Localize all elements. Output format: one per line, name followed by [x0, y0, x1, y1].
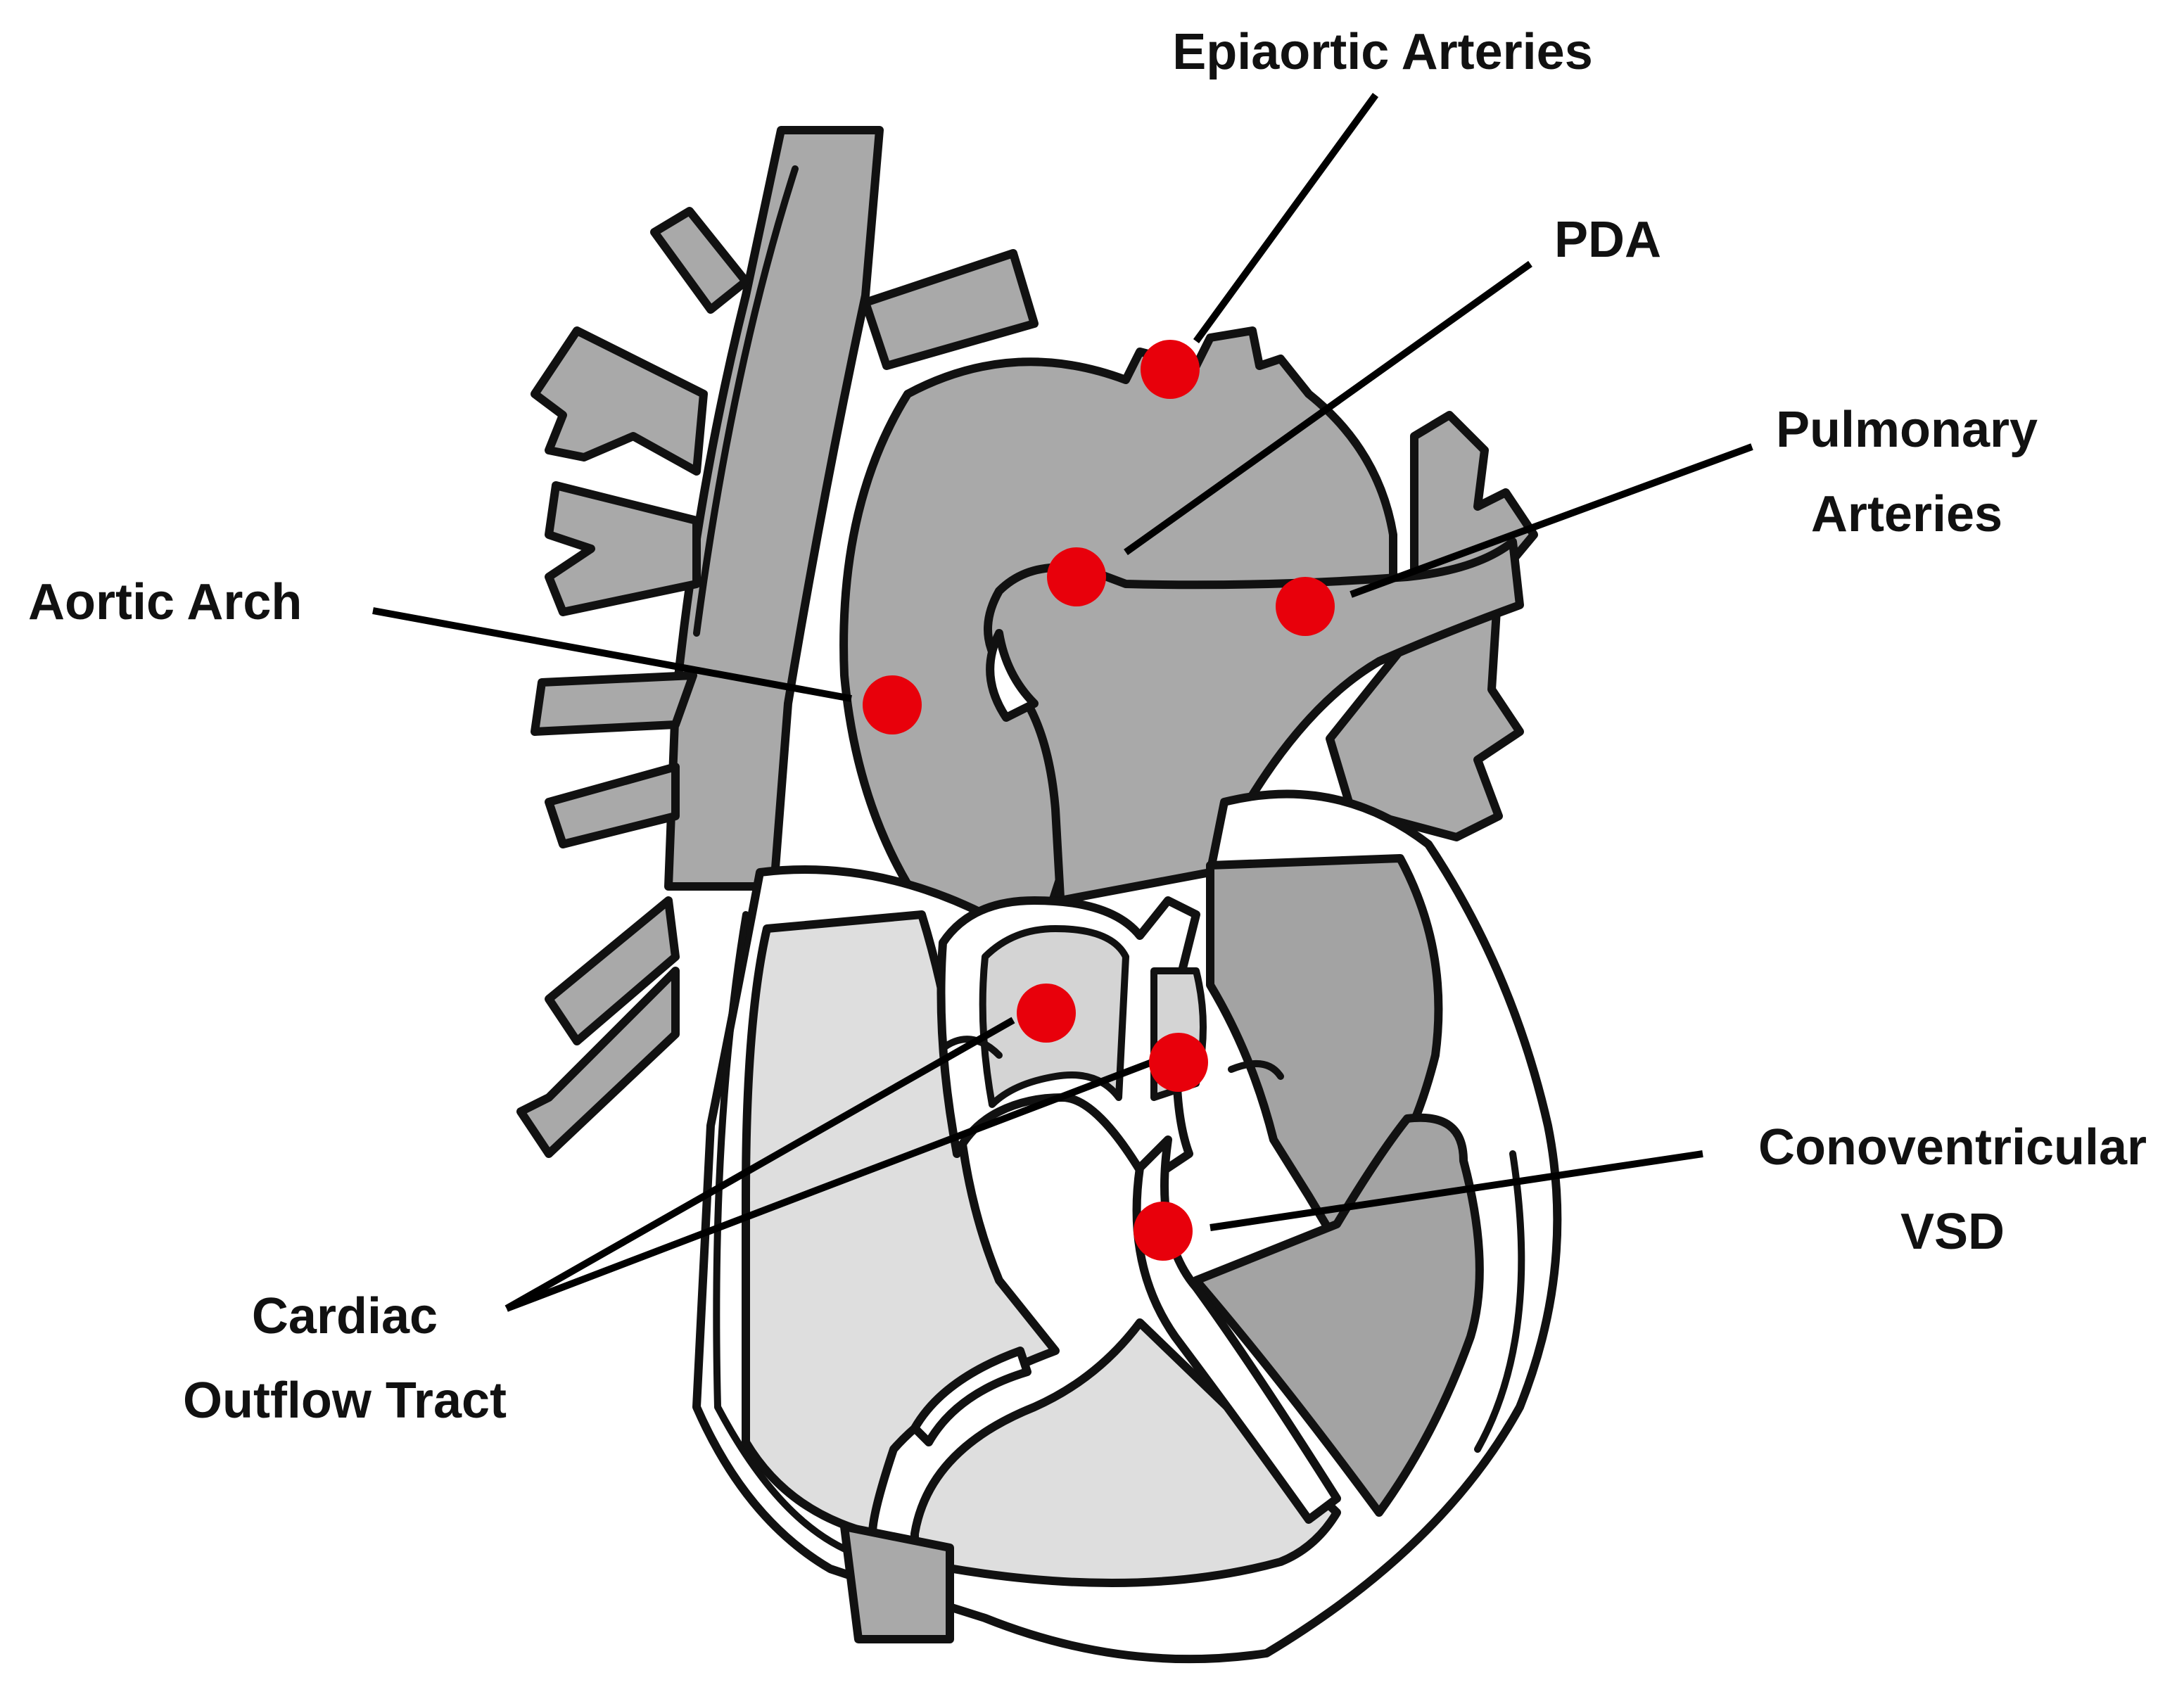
left-chambers [1192, 854, 1484, 1517]
label-cardiac-line1: Cardiac [252, 1288, 438, 1344]
marker-pda [1047, 547, 1106, 606]
text-labels: Epiaortic Arteries PDA Pulmonary Arterie… [28, 24, 2147, 1429]
leader-cardiac-1 [504, 1017, 1015, 1312]
marker-pulmonary [1276, 577, 1335, 636]
leader-conoventricular [1210, 1150, 1703, 1231]
label-epiaortic-arteries: Epiaortic Arteries [1172, 24, 1593, 80]
marker-outflow-right [1149, 1033, 1208, 1092]
markers [863, 340, 1335, 1261]
leader-aortic-arch [372, 607, 852, 702]
marker-aortic-arch [863, 675, 922, 734]
label-conoventricular-line2: VSD [1900, 1204, 2005, 1260]
marker-outflow-left [1017, 984, 1076, 1043]
label-cardiac-line2: Outflow Tract [183, 1373, 507, 1429]
leader-lines [372, 93, 1753, 1312]
label-pulmonary-line2: Arteries [1811, 486, 2002, 542]
leader-pulmonary [1350, 443, 1753, 598]
leader-epiaortic [1193, 93, 1379, 343]
outflow-tract-structure [937, 896, 1341, 1524]
inferior-vena-cava [840, 1522, 954, 1643]
marker-conoventricular [1134, 1202, 1193, 1261]
leader-pda [1124, 260, 1532, 556]
heart-illustration [516, 126, 1562, 1664]
label-conoventricular-line1: Conoventricular [1758, 1119, 2147, 1176]
marker-epiaortic [1141, 340, 1200, 399]
pulmonary-trunk-shape [984, 537, 1524, 940]
small-left-branch [650, 207, 750, 314]
right-chambers [742, 910, 1341, 1587]
left-pulmonary-branches [516, 326, 708, 1158]
leader-cardiac-2 [505, 1055, 1162, 1312]
label-aortic-arch: Aortic Arch [28, 574, 302, 630]
label-pulmonary-line1: Pulmonary [1776, 402, 2038, 458]
brachiocephalic-branch [861, 249, 1039, 370]
label-pda: PDA [1554, 212, 1661, 268]
